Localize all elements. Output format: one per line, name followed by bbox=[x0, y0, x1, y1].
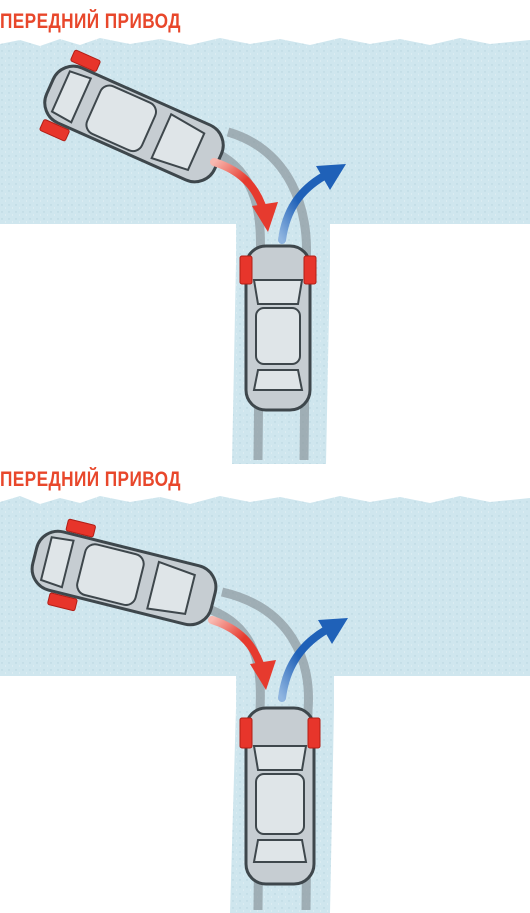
car-icon bbox=[39, 49, 225, 184]
tyre-marker-icon bbox=[39, 119, 70, 142]
blue-arrow-icon bbox=[278, 618, 348, 702]
car-icon bbox=[30, 518, 218, 627]
diagram-panel-bottom: ПЕРЕДНИЙ ПРИВОД bbox=[0, 458, 530, 913]
red-arrow-icon bbox=[208, 616, 276, 690]
panel-title: ПЕРЕДНИЙ ПРИВОД bbox=[0, 468, 181, 491]
car-icon bbox=[239, 244, 317, 412]
tyre-marker-icon bbox=[239, 717, 253, 749]
tyre-marker-icon bbox=[239, 255, 253, 285]
panel-title: ПЕРЕДНИЙ ПРИВОД bbox=[0, 10, 181, 33]
tyre-marker-icon bbox=[303, 255, 317, 285]
car-icon bbox=[239, 706, 321, 886]
red-arrow-icon bbox=[210, 158, 278, 232]
tyre-marker-icon bbox=[307, 717, 321, 749]
diagram-panel-top: ПЕРЕДНИЙ ПРИВОД bbox=[0, 10, 530, 464]
skid-scene-bottom bbox=[0, 496, 530, 913]
blue-arrow-icon bbox=[278, 164, 346, 244]
tyre-marker-icon bbox=[70, 49, 101, 72]
tyre-marker-icon bbox=[65, 518, 96, 538]
tyre-marker-icon bbox=[47, 592, 78, 612]
skid-scene-top bbox=[0, 38, 530, 464]
